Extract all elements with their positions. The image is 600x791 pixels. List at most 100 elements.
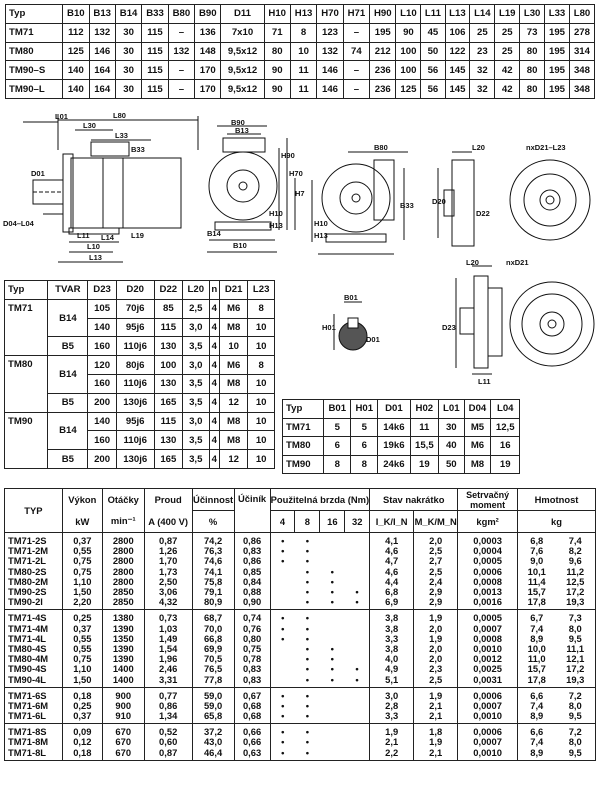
dim-header-cell: L33 <box>544 4 570 24</box>
perf-cell: 0,0013 <box>457 586 519 598</box>
label-l14: L14 <box>101 233 115 242</box>
header-proud: Proud <box>143 488 193 511</box>
label-l20-b5: L20 <box>466 258 479 267</box>
perf-cell <box>269 654 295 665</box>
dim-cell: TM80 <box>4 41 64 62</box>
perf-cell: 74,1 <box>191 566 235 577</box>
perf-cell: 19,3 <box>555 597 597 611</box>
flange-cell: 120 <box>87 355 117 375</box>
perf-cell: • <box>294 747 320 761</box>
perf-cell: 0,18 <box>61 687 103 701</box>
header-ucinik: Účiník <box>233 488 271 533</box>
dim-cell: 145 <box>444 60 471 81</box>
flange-cell: 10 <box>247 317 275 338</box>
flange-type-cell: TM71 <box>3 298 49 357</box>
flange-cell: M6 <box>219 298 249 319</box>
perf-cell <box>320 610 345 624</box>
perf-cell: 8,9 <box>517 711 556 725</box>
perf-cell: • <box>294 674 320 688</box>
flange-header-cell: L20 <box>181 280 210 300</box>
header-setrvacny-unit: kgm² <box>457 510 519 533</box>
dim-cell: 90 <box>395 22 422 43</box>
perf-cell: 2,0 <box>413 623 459 634</box>
perf-cell: 70,0 <box>191 623 235 634</box>
flange-cell: 12 <box>219 449 249 469</box>
dim-cell: 90 <box>263 60 291 81</box>
dim-header-cell: B33 <box>141 4 169 24</box>
perf-cell: 0,0010 <box>457 711 519 725</box>
dim-cell: 122 <box>444 41 471 62</box>
perf-cell: 0,66 <box>233 723 271 738</box>
perf-cell: 1,9 <box>369 723 415 738</box>
perf-cell: 17,8 <box>517 597 556 611</box>
perf-cell: 2,5 <box>413 674 459 688</box>
dim-cell: – <box>167 22 196 43</box>
dim-header-cell: B10 <box>62 4 90 24</box>
perf-cell: 2,1 <box>413 747 459 761</box>
dim-header-cell: H70 <box>316 4 344 24</box>
perf-cell: 7,4 <box>517 700 556 711</box>
header-brzda-32: 32 <box>344 510 371 533</box>
flange-tvar-cell: B5 <box>47 336 89 357</box>
flange-cell: 4 <box>208 411 221 432</box>
label-l01: L01 <box>55 112 68 121</box>
label-b33: B33 <box>131 145 145 154</box>
dim-cell: 100 <box>395 60 422 81</box>
perf-cell: 74,6 <box>191 556 235 567</box>
flange-type-cell: TM80 <box>3 355 49 413</box>
perf-cell: 0,87 <box>143 747 193 761</box>
shaft-cell: 5 <box>350 417 379 438</box>
label-l10: L10 <box>87 242 100 251</box>
perf-cell: TM90-4S <box>4 664 63 675</box>
perf-cell: 7,2 <box>555 687 597 701</box>
flange-cell: 10 <box>247 449 275 469</box>
perf-cell: • <box>269 737 295 748</box>
perf-cell: 15,7 <box>517 664 556 675</box>
perf-cell: • <box>269 723 295 738</box>
perf-cell: 0,84 <box>233 576 271 587</box>
flange-cell: M8 <box>219 317 249 338</box>
motor-front-view-b80-drawing: B80 B33 H10 H13 <box>311 143 414 255</box>
dim-cell: 136 <box>194 22 222 43</box>
perf-cell: • <box>330 663 334 675</box>
label-h71: H71 <box>295 189 305 198</box>
perf-cell: 1400 <box>101 674 145 688</box>
dim-cell: TM90–S <box>4 60 64 81</box>
perf-cell: • <box>305 555 310 567</box>
label-h10-mid: H10 <box>314 219 328 228</box>
perf-cell: 6,9 <box>369 597 415 611</box>
perf-cell <box>344 532 371 547</box>
dim-header-cell: Typ <box>4 4 64 24</box>
header-nakratko: Stav nakrátko <box>369 488 459 511</box>
perf-cell: 2,2 <box>369 747 415 761</box>
perf-cell: TM71-8L <box>4 747 63 761</box>
dim-cell: 11 <box>289 79 318 99</box>
label-l80: L80 <box>113 111 126 120</box>
perf-cell: 0,09 <box>61 723 103 738</box>
dim-cell: 100 <box>395 41 422 62</box>
flange-cell: 110j6 <box>115 373 155 394</box>
perf-cell: 3,8 <box>369 609 415 624</box>
dim-cell: 348 <box>568 60 596 81</box>
shaft-header-cell: H02 <box>409 399 440 419</box>
flange-cell: 160 <box>87 336 117 357</box>
dim-cell: 164 <box>88 60 116 81</box>
flange-cell: 110j6 <box>115 336 155 357</box>
dim-header-cell: L30 <box>519 4 546 24</box>
perf-cell: 0,66 <box>233 737 271 748</box>
flange-cell: 130 <box>153 373 183 394</box>
perf-cell: 68,7 <box>191 609 235 624</box>
header-proud-unit: A (400 V) <box>143 510 193 533</box>
perf-cell: 70,5 <box>191 654 235 665</box>
perf-cell: 2,9 <box>413 597 459 611</box>
perf-cell: • <box>305 586 310 598</box>
perf-cell <box>320 624 345 634</box>
dim-cell: TM71 <box>4 22 64 43</box>
flange-header-cell: D20 <box>115 280 155 300</box>
